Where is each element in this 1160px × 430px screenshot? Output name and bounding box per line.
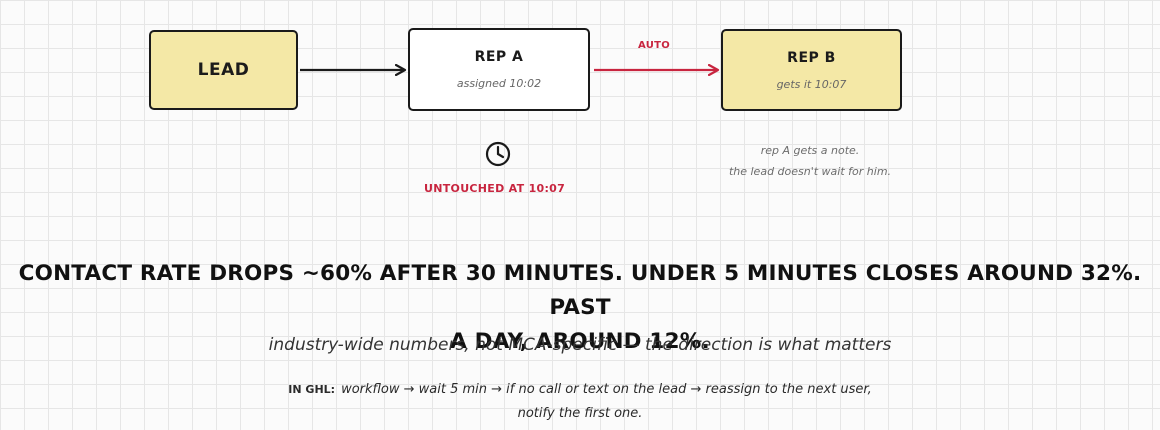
rep-a-node: REP A assigned 10:02 — [408, 28, 590, 111]
lead-node: LEAD — [149, 30, 298, 110]
rep-b-note-line-1: rep A gets a note. — [760, 144, 860, 157]
rep-b-node-subtitle: gets it 10:07 — [776, 77, 847, 91]
headline: CONTACT RATE DROPS ~60% AFTER 30 MINUTES… — [0, 257, 1160, 359]
ghl-line-1-text: workflow → wait 5 min → if no call or te… — [341, 382, 872, 397]
rep-a-node-subtitle: assigned 10:02 — [456, 77, 542, 90]
headline-line-2: A DAY, AROUND 12%. — [450, 329, 710, 354]
rep-b-node: REP B gets it 10:07 — [721, 29, 902, 111]
ghl-prefix: IN GHL: — [288, 383, 336, 396]
ghl-instructions: IN GHL: workflow → wait 5 min → if no cal… — [0, 378, 1160, 426]
clock-icon — [485, 141, 511, 167]
ghl-line-1: IN GHL: workflow → wait 5 min → if no cal… — [0, 378, 1160, 402]
untouched-label: UNTOUCHED AT 10:07 — [424, 182, 566, 195]
auto-edge-label: AUTO — [638, 40, 671, 51]
rep-b-note-line-2: the lead doesn't wait for him. — [728, 165, 892, 178]
rep-b-note: rep A gets a note. the lead doesn't wait… — [700, 140, 920, 182]
rep-b-node-title: REP B — [787, 49, 836, 66]
subline: industry-wide numbers, not MCA-specific … — [268, 335, 892, 355]
ghl-line-2: notify the first one. — [517, 406, 643, 421]
lead-node-title: LEAD — [197, 60, 250, 80]
rep-a-node-title: REP A — [474, 49, 524, 65]
headline-line-1: CONTACT RATE DROPS ~60% AFTER 30 MINUTES… — [18, 261, 1142, 320]
